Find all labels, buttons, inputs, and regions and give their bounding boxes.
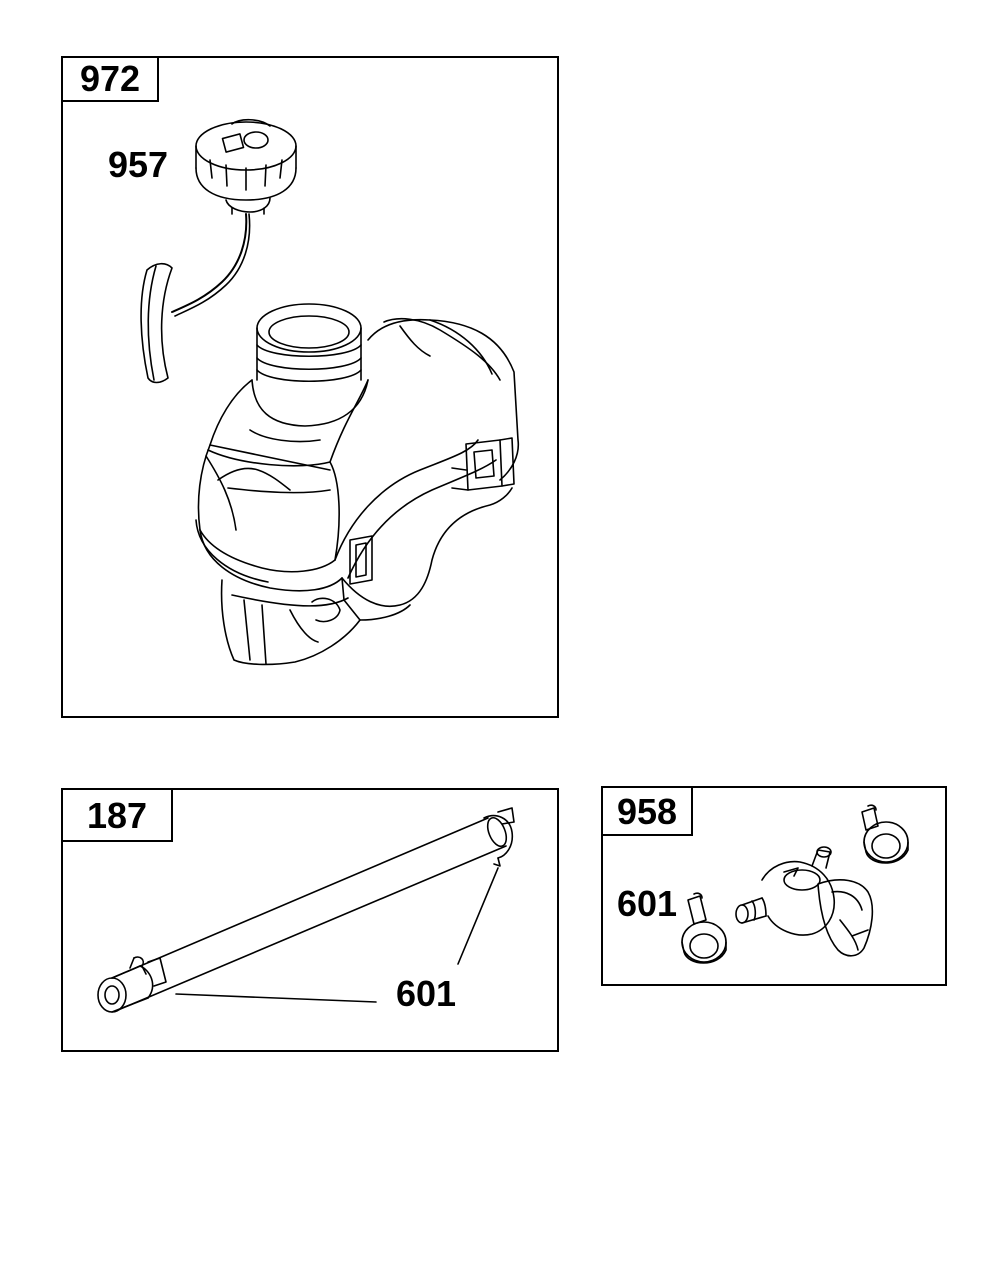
panel-shutoff-valve: 958: [601, 786, 947, 986]
fuel-hose-icon: [97, 816, 508, 1013]
callout-601-valve: 601: [617, 883, 678, 924]
fuel-cap-icon: [195, 118, 297, 215]
hose-clamp-icon: [861, 804, 909, 864]
panel-fuel-tank: 972: [61, 56, 559, 718]
callout-957: 957: [108, 144, 169, 185]
panel-number-958: 958: [603, 788, 693, 836]
callout-601-fuel-line: 601: [396, 973, 457, 1014]
hose-clamp-icon: [681, 892, 727, 964]
hose-clamp-icon: [483, 807, 515, 867]
shutoff-valve-icon: [735, 846, 874, 957]
panel-number-972: 972: [63, 58, 159, 102]
fuel-tank-icon: [195, 303, 520, 666]
gasket-strip: [140, 262, 173, 384]
hose-clamp-icon: [129, 956, 167, 987]
panel-number-187: 187: [63, 790, 173, 842]
